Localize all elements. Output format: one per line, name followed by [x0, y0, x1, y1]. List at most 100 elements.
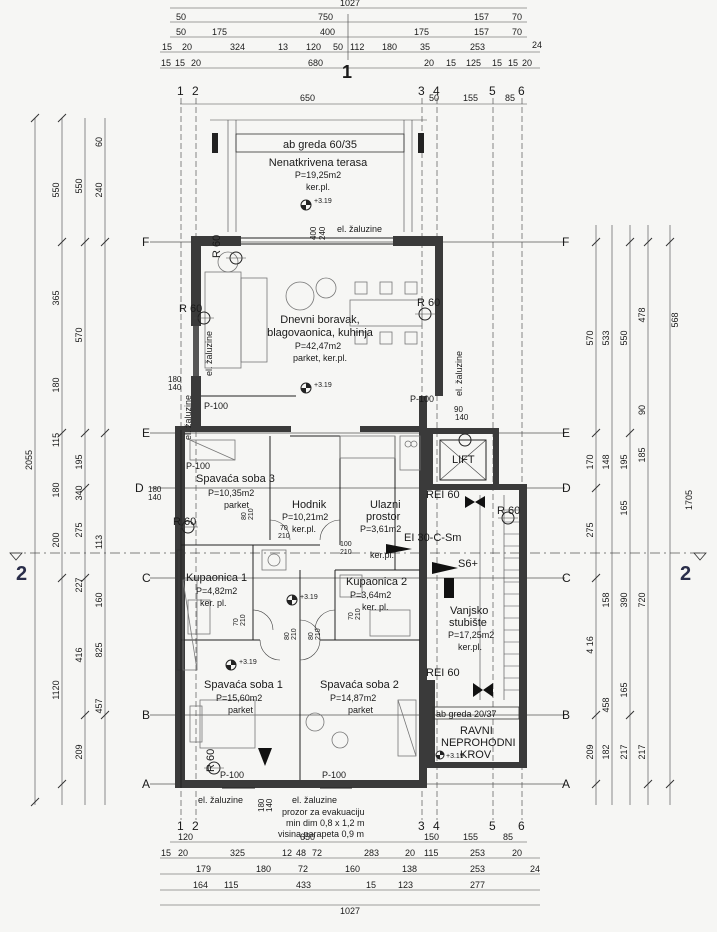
dim-bot-r2-h: 20 [405, 848, 415, 858]
axis-letter-d-right: D [562, 481, 571, 495]
axis-number-2-top: 2 [192, 84, 199, 98]
dim-right-c4-a: 478 [637, 307, 647, 322]
terrace-beam-label: ab greda 60/35 [283, 139, 357, 151]
terrace-area: P=19,25m2 [295, 170, 341, 180]
dim-bot-r4-a: 164 [193, 880, 208, 890]
dim-bot-r4-e: 123 [398, 880, 413, 890]
dim-left-c3-e: 160 [94, 592, 104, 607]
evac-note-3: visina parapeta 0,9 m [278, 829, 364, 839]
axis-number-3-bottom: 3 [418, 819, 425, 833]
dim-right-c2-a: 533 [601, 330, 611, 345]
door-100-entry: 100 [340, 541, 352, 548]
living-name-1: Dnevni boravak, [280, 314, 360, 326]
dim-top-total: 1027 [340, 0, 360, 8]
column-label-r60-bedroom3: R 60 [173, 516, 196, 528]
annotations: R 60 R 60 R 60 R 60 R 60 R 60 REI 60 REI… [148, 235, 520, 839]
dim-top-r2-d: 175 [414, 27, 429, 37]
column-label-r60-living: R 60 [179, 303, 202, 315]
dim-bot-r2-k: 20 [512, 848, 522, 858]
dim-left-c1-c: 180 [51, 377, 61, 392]
dim-left-c1-e: 180 [51, 482, 61, 497]
entry-area: P=3,61m2 [360, 524, 401, 534]
dim-top-r3-j: 253 [470, 42, 485, 52]
dim-right-c1-a: 570 [585, 330, 595, 345]
bedroom3-name: Spavaća soba 3 [196, 473, 275, 485]
dim-bot-r4-d: 15 [366, 880, 376, 890]
dim-bot-r1-c: 150 [424, 832, 439, 842]
dim-bot-r3-d: 160 [345, 864, 360, 874]
dim-top-r2-c: 400 [320, 27, 335, 37]
doors [252, 519, 341, 661]
terrace-floor: ker.pl. [306, 182, 330, 192]
window-140-bedroom3: 140 [148, 493, 162, 502]
axis-number-3-top: 3 [418, 84, 425, 98]
dim-right-c4-b: 90 [637, 405, 647, 415]
dim-top-r5-b: 50 [429, 93, 439, 103]
roof-line-2: NEPROHODNI [441, 737, 516, 749]
window-p100-bedroom1: P-100 [220, 770, 244, 780]
door-80-bedroom3: 80 [241, 512, 248, 520]
axis-letter-c-right: C [562, 571, 571, 585]
dim-top-r5-a: 650 [300, 93, 315, 103]
stairs-area: P=17,25m2 [448, 630, 494, 640]
stairs-name-1: Vanjsko [450, 605, 488, 617]
door-rating-s6: S6+ [458, 558, 478, 570]
bedroom2-name: Spavaća soba 2 [320, 679, 399, 691]
dim-bot-r2-c: 325 [230, 848, 245, 858]
living-floor: parket, ker.pl. [293, 353, 347, 363]
dim-left-c2-h: 209 [74, 744, 84, 759]
dim-top-r3-g: 112 [350, 42, 364, 52]
dim-top-r4-j: 20 [522, 58, 532, 68]
furniture [182, 251, 423, 757]
dim-bot-r1-d: 155 [463, 832, 478, 842]
door-210-bath1: 210 [240, 614, 247, 626]
dim-top-r3-k: 24 [532, 40, 542, 50]
axis-number-2-bottom: 2 [192, 819, 199, 833]
axis-number-1-bottom: 1 [177, 819, 184, 833]
door-70-hall: 70 [280, 525, 288, 532]
column-label-r60-stairs: R 60 [497, 505, 520, 517]
dim-bot-total: 1027 [340, 906, 360, 916]
dim-top-r5-c: 155 [463, 93, 478, 103]
dim-left-total: 2055 [24, 450, 34, 470]
dim-left-c3-f: 113 [94, 535, 104, 549]
dim-top-r2-a: 50 [176, 27, 186, 37]
dim-left-c3-c: 825 [94, 642, 104, 657]
entry-floor: ker.pl. [370, 550, 394, 560]
exterior-walls [175, 236, 443, 789]
dim-bot-r2-i: 115 [424, 848, 438, 858]
lift-label: LIFT [452, 454, 475, 466]
axis-letter-c-left: C [142, 571, 151, 585]
entry-name-1: Ulazni [370, 499, 401, 511]
axis-letter-d-left: D [135, 481, 144, 495]
door-70-bath1: 70 [233, 618, 240, 626]
door-70-bath2: 70 [348, 612, 355, 620]
axis-number-6-bottom: 6 [518, 819, 525, 833]
column-label-r60-top: R 60 [211, 235, 223, 258]
dim-bot-r3-e: 138 [402, 864, 417, 874]
dim-bot-r1-e: 85 [503, 832, 513, 842]
dim-right-c3-f: 217 [619, 744, 629, 759]
dim-top-r4-h: 15 [492, 58, 502, 68]
dim-bot-r2-a: 15 [161, 848, 171, 858]
dim-top-r3-b: 20 [182, 42, 192, 52]
dim-left-c1-b: 365 [51, 290, 61, 305]
window-140-bottom: 140 [265, 798, 274, 812]
terrace-door-240: 240 [318, 226, 327, 240]
bottom-dimensions: 120 650 150 155 85 15 20 325 12 48 72 28… [160, 832, 540, 916]
dim-left-c1-f: 200 [51, 532, 61, 547]
bedroom1-level: +3.19 [239, 659, 257, 666]
window-180-bottom: 180 [257, 798, 266, 812]
stairs-name-2: stubište [449, 617, 487, 629]
dim-left-c2-e: 275 [74, 522, 84, 537]
dim-right-c5-a: 568 [670, 312, 680, 327]
dim-left-c1-a: 550 [51, 182, 61, 197]
door-210-bedroom1: 210 [291, 628, 298, 640]
dim-top-r2-f: 70 [512, 27, 522, 37]
axis-letter-b-right: B [562, 708, 570, 722]
hall-area: P=10,21m2 [282, 512, 328, 522]
dim-top-r1-b: 750 [318, 12, 333, 22]
dim-right-c4-c: 185 [637, 447, 647, 462]
axis-letter-f-left: F [142, 235, 149, 249]
